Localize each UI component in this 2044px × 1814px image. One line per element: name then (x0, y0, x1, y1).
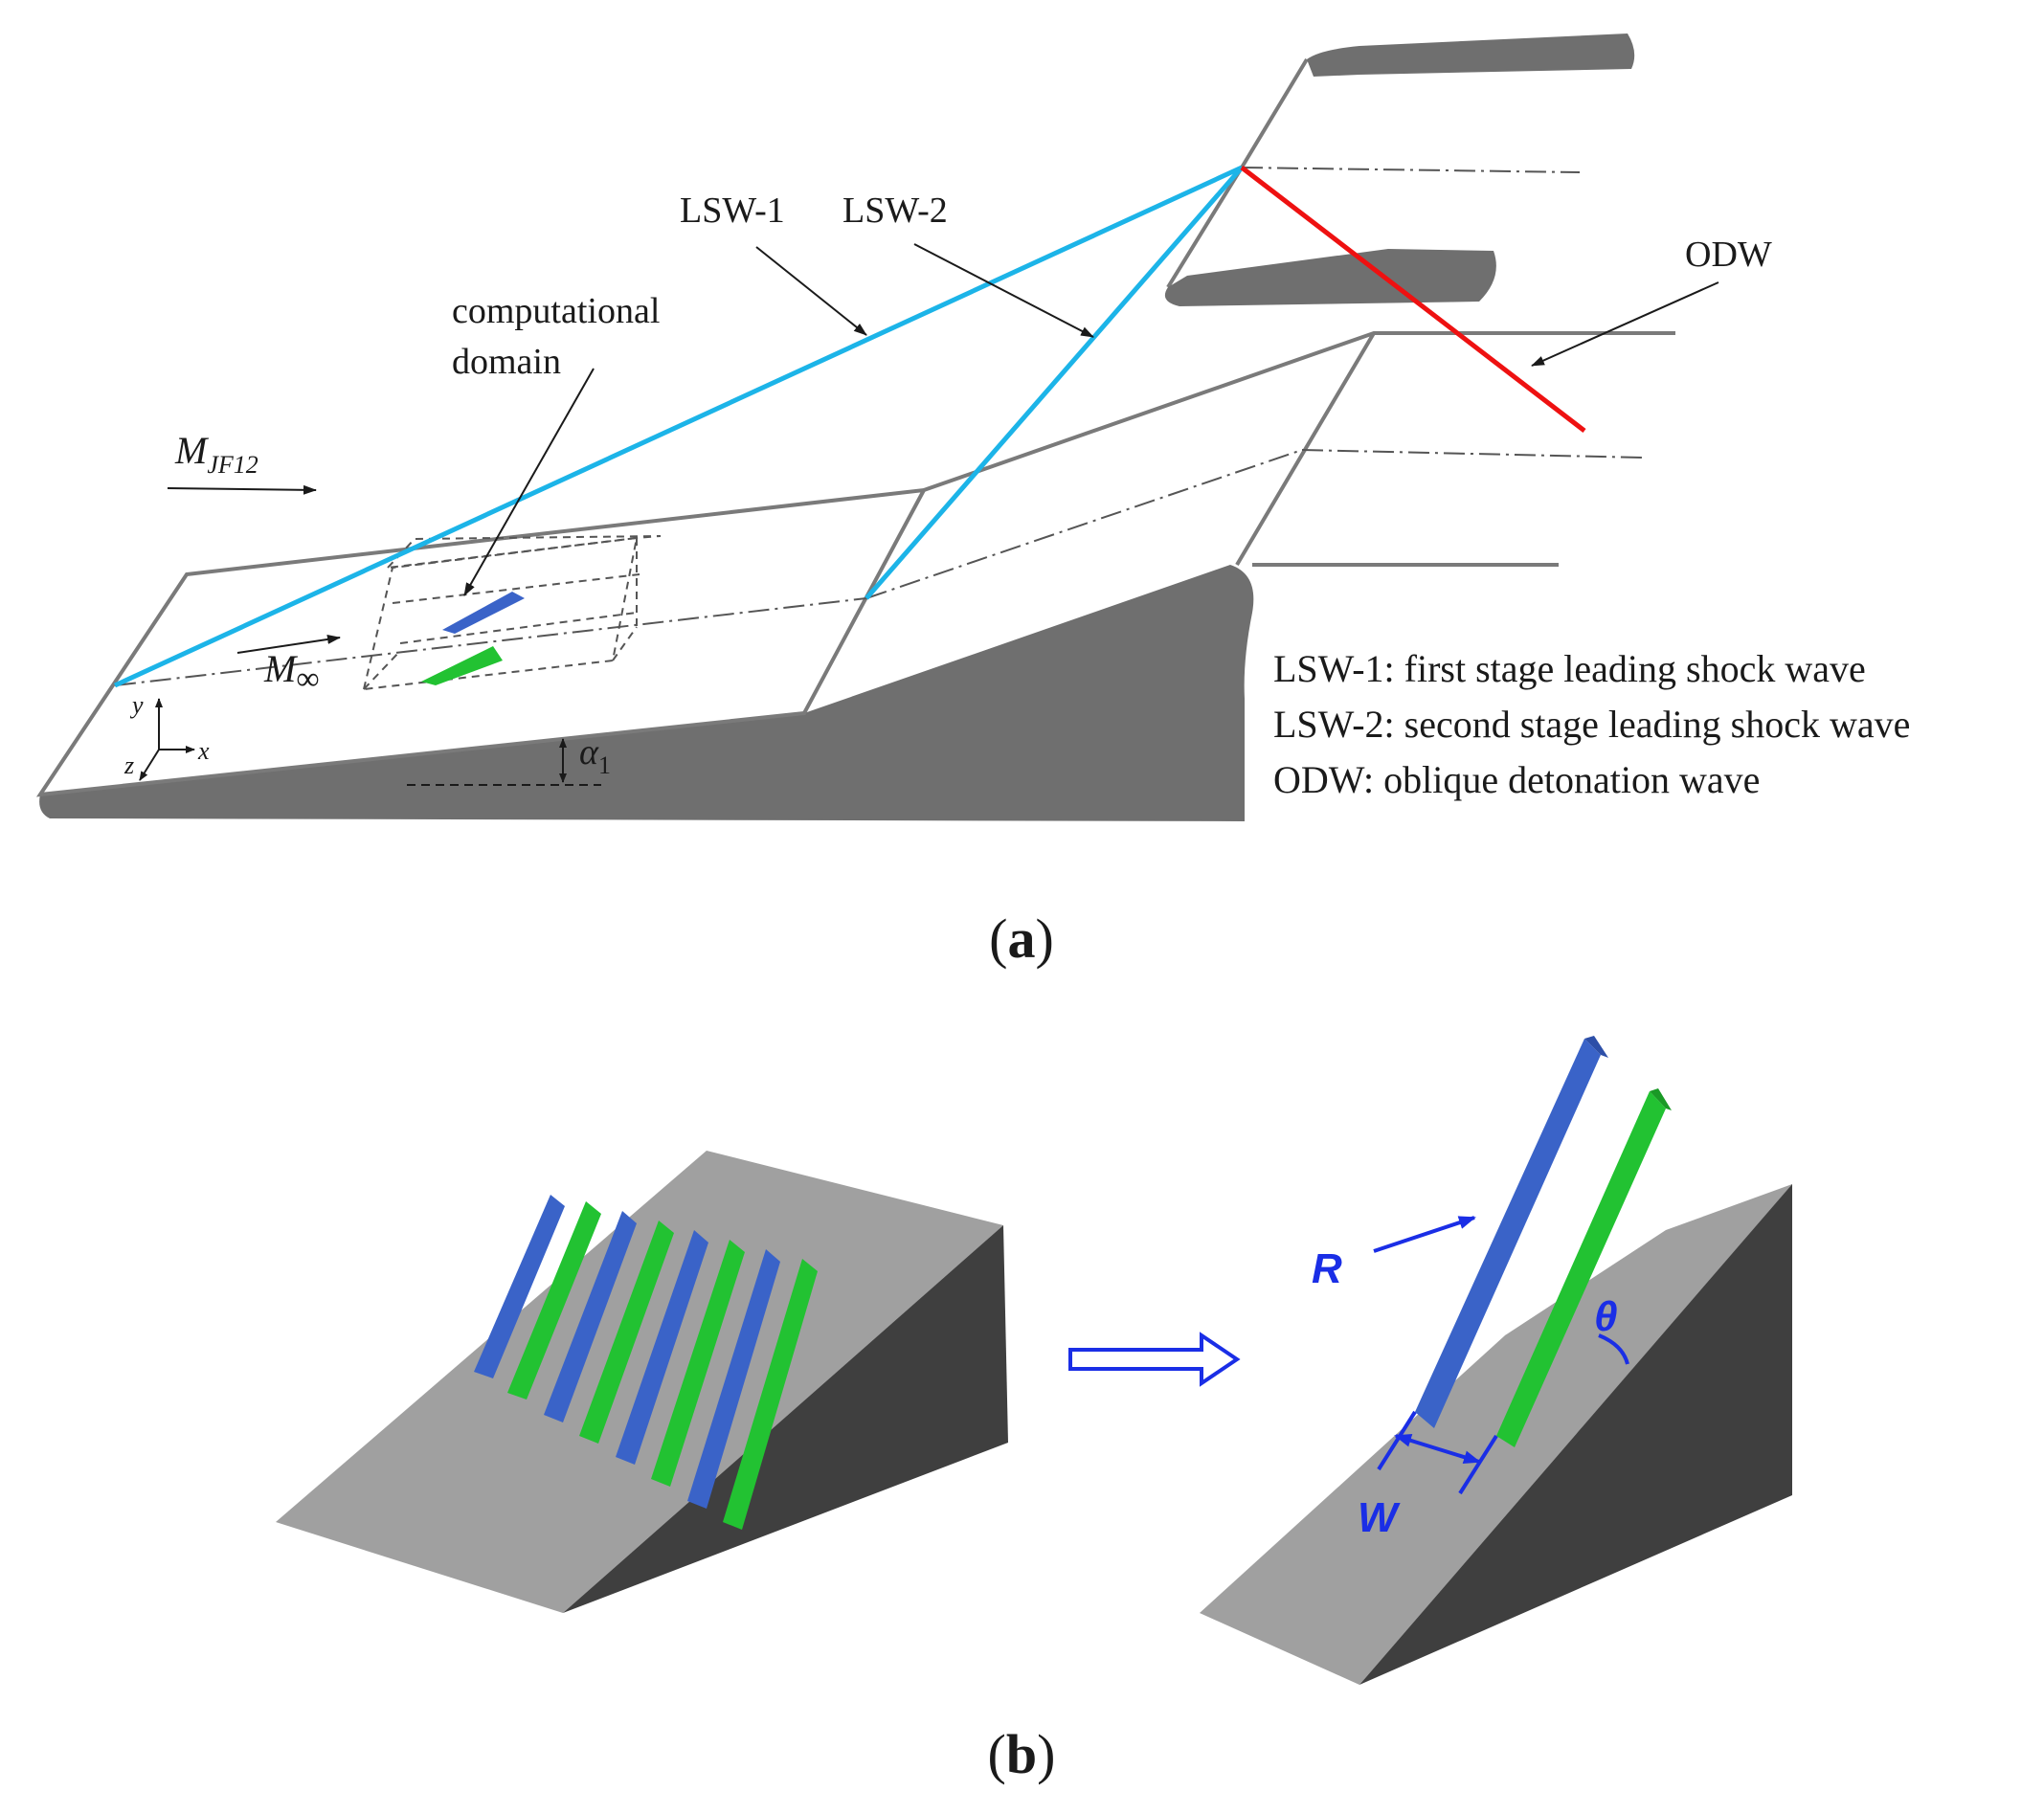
strip-blue (687, 1249, 780, 1509)
domain-strip-green (421, 646, 503, 685)
odw-line (1240, 166, 1586, 433)
left-strips (474, 1195, 818, 1530)
w-label: W (1358, 1494, 1401, 1541)
axis-y-label: y (129, 691, 144, 719)
domain-pointer (463, 368, 595, 596)
strip-green (723, 1259, 818, 1530)
strip-blue (616, 1230, 708, 1465)
m-inf-label: M∞ (263, 647, 320, 697)
panel-b: R θ W (b) (276, 1036, 1792, 1785)
r-label: R (1312, 1245, 1342, 1292)
strip-green (579, 1221, 674, 1444)
cowl-lower-edge (1166, 166, 1244, 289)
left-wedge-side (563, 1225, 1008, 1613)
w-tick-right (1458, 1434, 1498, 1495)
axis-z-label: z (124, 751, 134, 779)
domain-strip-blue (442, 592, 525, 634)
legend-a: LSW-1: first stage leading shock wave LS… (1273, 647, 1910, 801)
odw-label: ODW (1685, 235, 1772, 275)
odw-pointer (1531, 281, 1719, 367)
lsw1-label: LSW-1 (680, 190, 785, 231)
strip-blue (474, 1195, 565, 1378)
computational-domain-box (362, 535, 662, 691)
right-wedge-top-edge (1505, 1184, 1792, 1436)
cowl-lower-plate (1164, 249, 1496, 306)
lsw2-line (865, 166, 1244, 600)
left-wedge-top (276, 1151, 1003, 1613)
axis-x-label: x (197, 737, 210, 765)
m-jf12-label: MJF12 (174, 429, 258, 479)
dashdot-lines (114, 167, 1643, 686)
strip-green (507, 1201, 601, 1400)
comp-domain-label-2: domain (452, 342, 561, 382)
strip-green (651, 1240, 745, 1487)
caption-a: (a) (989, 907, 1054, 970)
body-silhouette (39, 565, 1254, 821)
lsw2-label: LSW-2 (842, 190, 948, 231)
second-ramp-edge (1235, 331, 1376, 567)
strip-blue-large (1415, 1039, 1601, 1428)
cowl-leading-edge (1240, 57, 1309, 169)
panel-a: LSW-1 LSW-2 ODW computational domain MJF… (35, 34, 1910, 970)
legend-item: ODW: oblique detonation wave (1273, 758, 1760, 801)
lsw2-pointer (913, 243, 1094, 338)
alpha-label: α1 (579, 732, 611, 779)
strip-blue (544, 1211, 637, 1422)
comp-domain-label-1: computational (452, 291, 660, 331)
legend-item: LSW-2: second stage leading shock wave (1273, 703, 1910, 746)
strip-green-large (1496, 1091, 1666, 1447)
left-wedge (276, 1151, 1008, 1613)
w-dimension-arrow (1394, 1434, 1481, 1464)
caption-b: (b) (988, 1723, 1056, 1785)
lsw1-line (113, 165, 1244, 688)
cowl-upper-plate (1307, 34, 1635, 77)
right-wedge-side (1359, 1184, 1792, 1685)
strip-blue-large-tip (1584, 1036, 1608, 1058)
m-inf-arrow (236, 634, 341, 654)
lsw1-pointer (755, 246, 867, 336)
m-jf12-arrow (167, 484, 317, 495)
strip-green-large-tip (1650, 1088, 1672, 1110)
right-wedge (1200, 1184, 1792, 1685)
transition-arrow-icon (1068, 1332, 1241, 1387)
theta-arc (1598, 1333, 1629, 1365)
r-pointer (1373, 1216, 1476, 1253)
legend-item: LSW-1: first stage leading shock wave (1273, 647, 1866, 690)
theta-label: θ (1594, 1293, 1618, 1340)
axes-icon (139, 698, 195, 781)
